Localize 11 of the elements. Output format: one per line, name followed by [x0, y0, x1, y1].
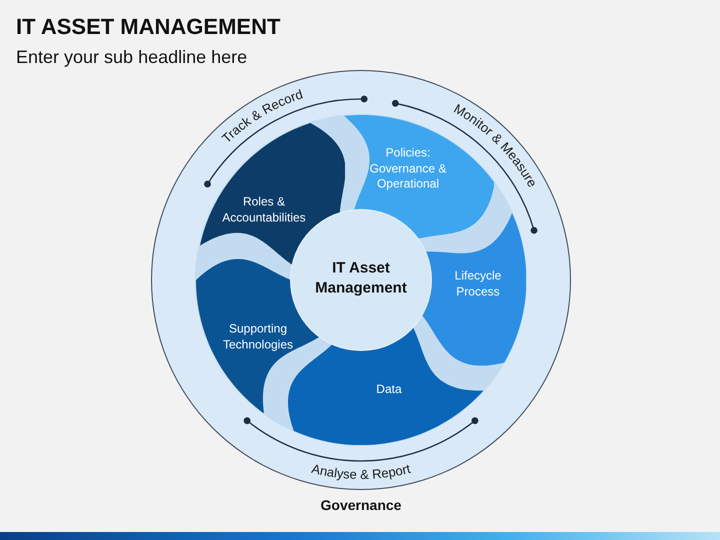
segment-label: Lifecycle Process [454, 268, 502, 300]
segment-label: Data [376, 382, 402, 398]
hub-label: IT Asset Management [314, 258, 408, 298]
title: IT ASSET MANAGEMENT [16, 14, 280, 40]
arc-label: Analyse & Report [310, 460, 412, 482]
segment-label: Roles & Accountabilities [221, 194, 307, 226]
segment-label: Policies: Governance & Operational [368, 146, 448, 192]
ring-caption: Governance [320, 496, 402, 514]
subheading: Enter your sub headline here [16, 47, 248, 68]
segment-label: Supporting Technologies [222, 321, 294, 353]
wheel-segment [422, 212, 526, 366]
